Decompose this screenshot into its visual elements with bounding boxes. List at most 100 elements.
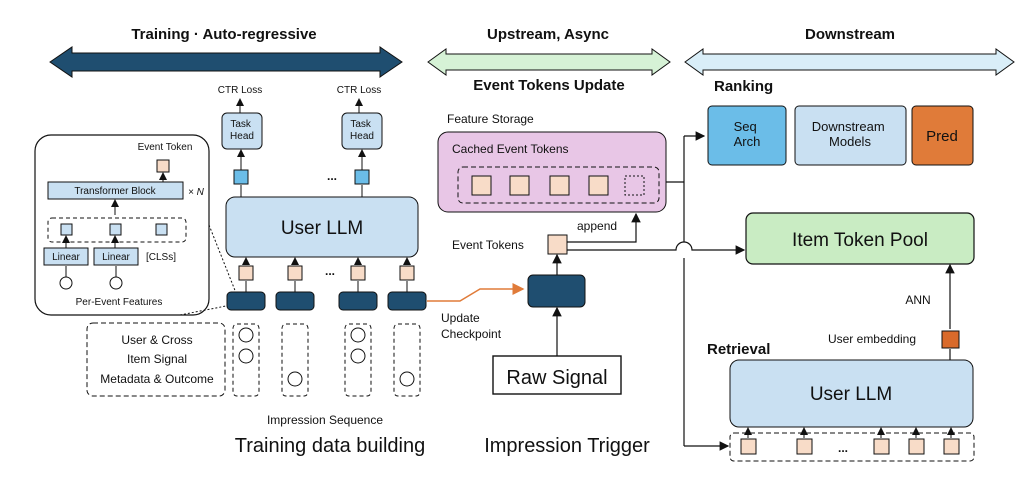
cls-label: [CLSs] bbox=[146, 252, 176, 263]
ellipsis-top: ... bbox=[327, 169, 337, 183]
task-head-2-line: Task bbox=[350, 119, 372, 130]
downstream-header-label: Downstream bbox=[805, 26, 895, 43]
upstream-header-arrow bbox=[427, 48, 671, 76]
seq-arch-line: Seq bbox=[734, 119, 757, 134]
seq-arch-line: Arch bbox=[734, 134, 761, 149]
raw-signal-label: Raw Signal bbox=[506, 367, 607, 389]
checkpoint-label: Checkpoint bbox=[441, 327, 502, 341]
inset-feature-1 bbox=[59, 276, 73, 290]
linear-1-label: Linear bbox=[52, 252, 80, 263]
inset-token-3 bbox=[155, 223, 168, 236]
feature-storage-box bbox=[437, 131, 667, 213]
retrieval-token bbox=[943, 438, 960, 455]
training-encoders bbox=[226, 291, 427, 311]
item-signal-label: Item Signal bbox=[127, 352, 187, 366]
training-event-tokens bbox=[238, 257, 415, 292]
retrieval-token bbox=[873, 438, 890, 455]
cached-token bbox=[509, 175, 530, 196]
append-label: append bbox=[577, 219, 617, 233]
downstream-models-line: Downstream bbox=[812, 119, 885, 134]
downstream-models-label: Downstream Models bbox=[812, 119, 889, 149]
cached-token bbox=[588, 175, 609, 196]
inset-event-token bbox=[156, 159, 170, 173]
event-tokens-label: Event Tokens bbox=[452, 238, 524, 252]
feature-storage-label: Feature Storage bbox=[447, 112, 534, 126]
times-n-label: × N bbox=[188, 187, 205, 198]
pred-box bbox=[911, 105, 974, 166]
encoder-block bbox=[338, 291, 378, 311]
user-embedding-label: User embedding bbox=[828, 332, 916, 346]
transformer-block-label: Transformer Block bbox=[74, 186, 156, 197]
impression-column bbox=[393, 323, 421, 397]
task-head-1-line: Task bbox=[230, 119, 252, 130]
ranking-label: Ranking bbox=[714, 78, 773, 95]
downstream-user-llm-label: User LLM bbox=[810, 384, 892, 405]
downstream-user-llm bbox=[729, 359, 974, 428]
signal-legend-box bbox=[86, 322, 226, 397]
downstream-models-box bbox=[794, 105, 907, 166]
linear-2-label: Linear bbox=[102, 252, 130, 263]
retrieval-tokens bbox=[740, 427, 960, 455]
task-head-2-label: Task Head bbox=[350, 119, 374, 142]
impression-sequence-label: Impression Sequence bbox=[267, 413, 383, 427]
user-embedding-token bbox=[941, 330, 960, 349]
training-header-arrow bbox=[49, 46, 403, 78]
downstream-header-arrow bbox=[684, 48, 1015, 76]
training-user-llm bbox=[225, 196, 419, 258]
cached-token bbox=[549, 175, 570, 196]
training-header-label: Training · Auto-regressive bbox=[131, 26, 316, 43]
per-event-features-label: Per-Event Features bbox=[76, 297, 163, 308]
retrieval-token-group bbox=[729, 432, 975, 462]
impression-column bbox=[344, 323, 372, 397]
output-token-1 bbox=[233, 169, 249, 185]
inset-feature-2 bbox=[109, 276, 123, 290]
seq-arch-label: Seq Arch bbox=[734, 119, 761, 149]
retrieval-token bbox=[740, 438, 757, 455]
train-event-token bbox=[238, 265, 254, 281]
inset-token-group bbox=[47, 217, 187, 243]
train-event-token bbox=[399, 265, 415, 281]
inset-token-1 bbox=[60, 223, 73, 236]
linear-2 bbox=[93, 247, 139, 266]
train-event-token bbox=[350, 265, 366, 281]
downstream-models-line: Models bbox=[829, 134, 871, 149]
raw-signal-box bbox=[492, 355, 622, 395]
metadata-outcome-label: Metadata & Outcome bbox=[100, 372, 214, 386]
output-token-2 bbox=[354, 169, 370, 185]
encoder-block bbox=[275, 291, 315, 311]
encoder-block bbox=[387, 291, 427, 311]
update-label: Update bbox=[441, 311, 480, 325]
training-user-llm-label: User LLM bbox=[281, 218, 363, 239]
cached-token-pending bbox=[624, 175, 645, 196]
item-token-pool-label: Item Token Pool bbox=[792, 230, 928, 251]
impression-column bbox=[232, 323, 260, 397]
item-token-pool-box bbox=[745, 212, 975, 265]
seq-arch-box bbox=[707, 105, 787, 166]
impression-columns bbox=[232, 323, 421, 397]
task-head-1-line: Head bbox=[230, 131, 254, 142]
cached-token-group bbox=[457, 166, 660, 204]
task-head-1-label: Task Head bbox=[230, 119, 254, 142]
cached-event-tokens-label: Cached Event Tokens bbox=[452, 142, 569, 156]
retrieval-ellipsis: ... bbox=[838, 441, 848, 455]
inset-token-2 bbox=[109, 223, 122, 236]
event-tokens-update-label: Event Tokens Update bbox=[473, 77, 624, 94]
ctr-loss-2-label: CTR Loss bbox=[337, 85, 381, 96]
upstream-encoder bbox=[527, 274, 586, 308]
inset-event-token-label: Event Token bbox=[138, 142, 193, 153]
retrieval-token bbox=[796, 438, 813, 455]
retrieval-token bbox=[908, 438, 925, 455]
upstream-footer: Impression Trigger bbox=[484, 435, 650, 457]
train-event-token bbox=[287, 265, 303, 281]
upstream-header-label: Upstream, Async bbox=[487, 26, 609, 43]
encoder-block bbox=[226, 291, 266, 311]
pred-label: Pred bbox=[926, 128, 958, 145]
new-event-token bbox=[547, 234, 568, 255]
user-cross-label: User & Cross bbox=[121, 333, 192, 347]
linear-1 bbox=[43, 247, 89, 266]
ellipsis-mid: ... bbox=[325, 264, 335, 278]
cached-token bbox=[471, 175, 492, 196]
retrieval-label: Retrieval bbox=[707, 341, 770, 358]
training-footer: Training data building bbox=[235, 435, 426, 457]
